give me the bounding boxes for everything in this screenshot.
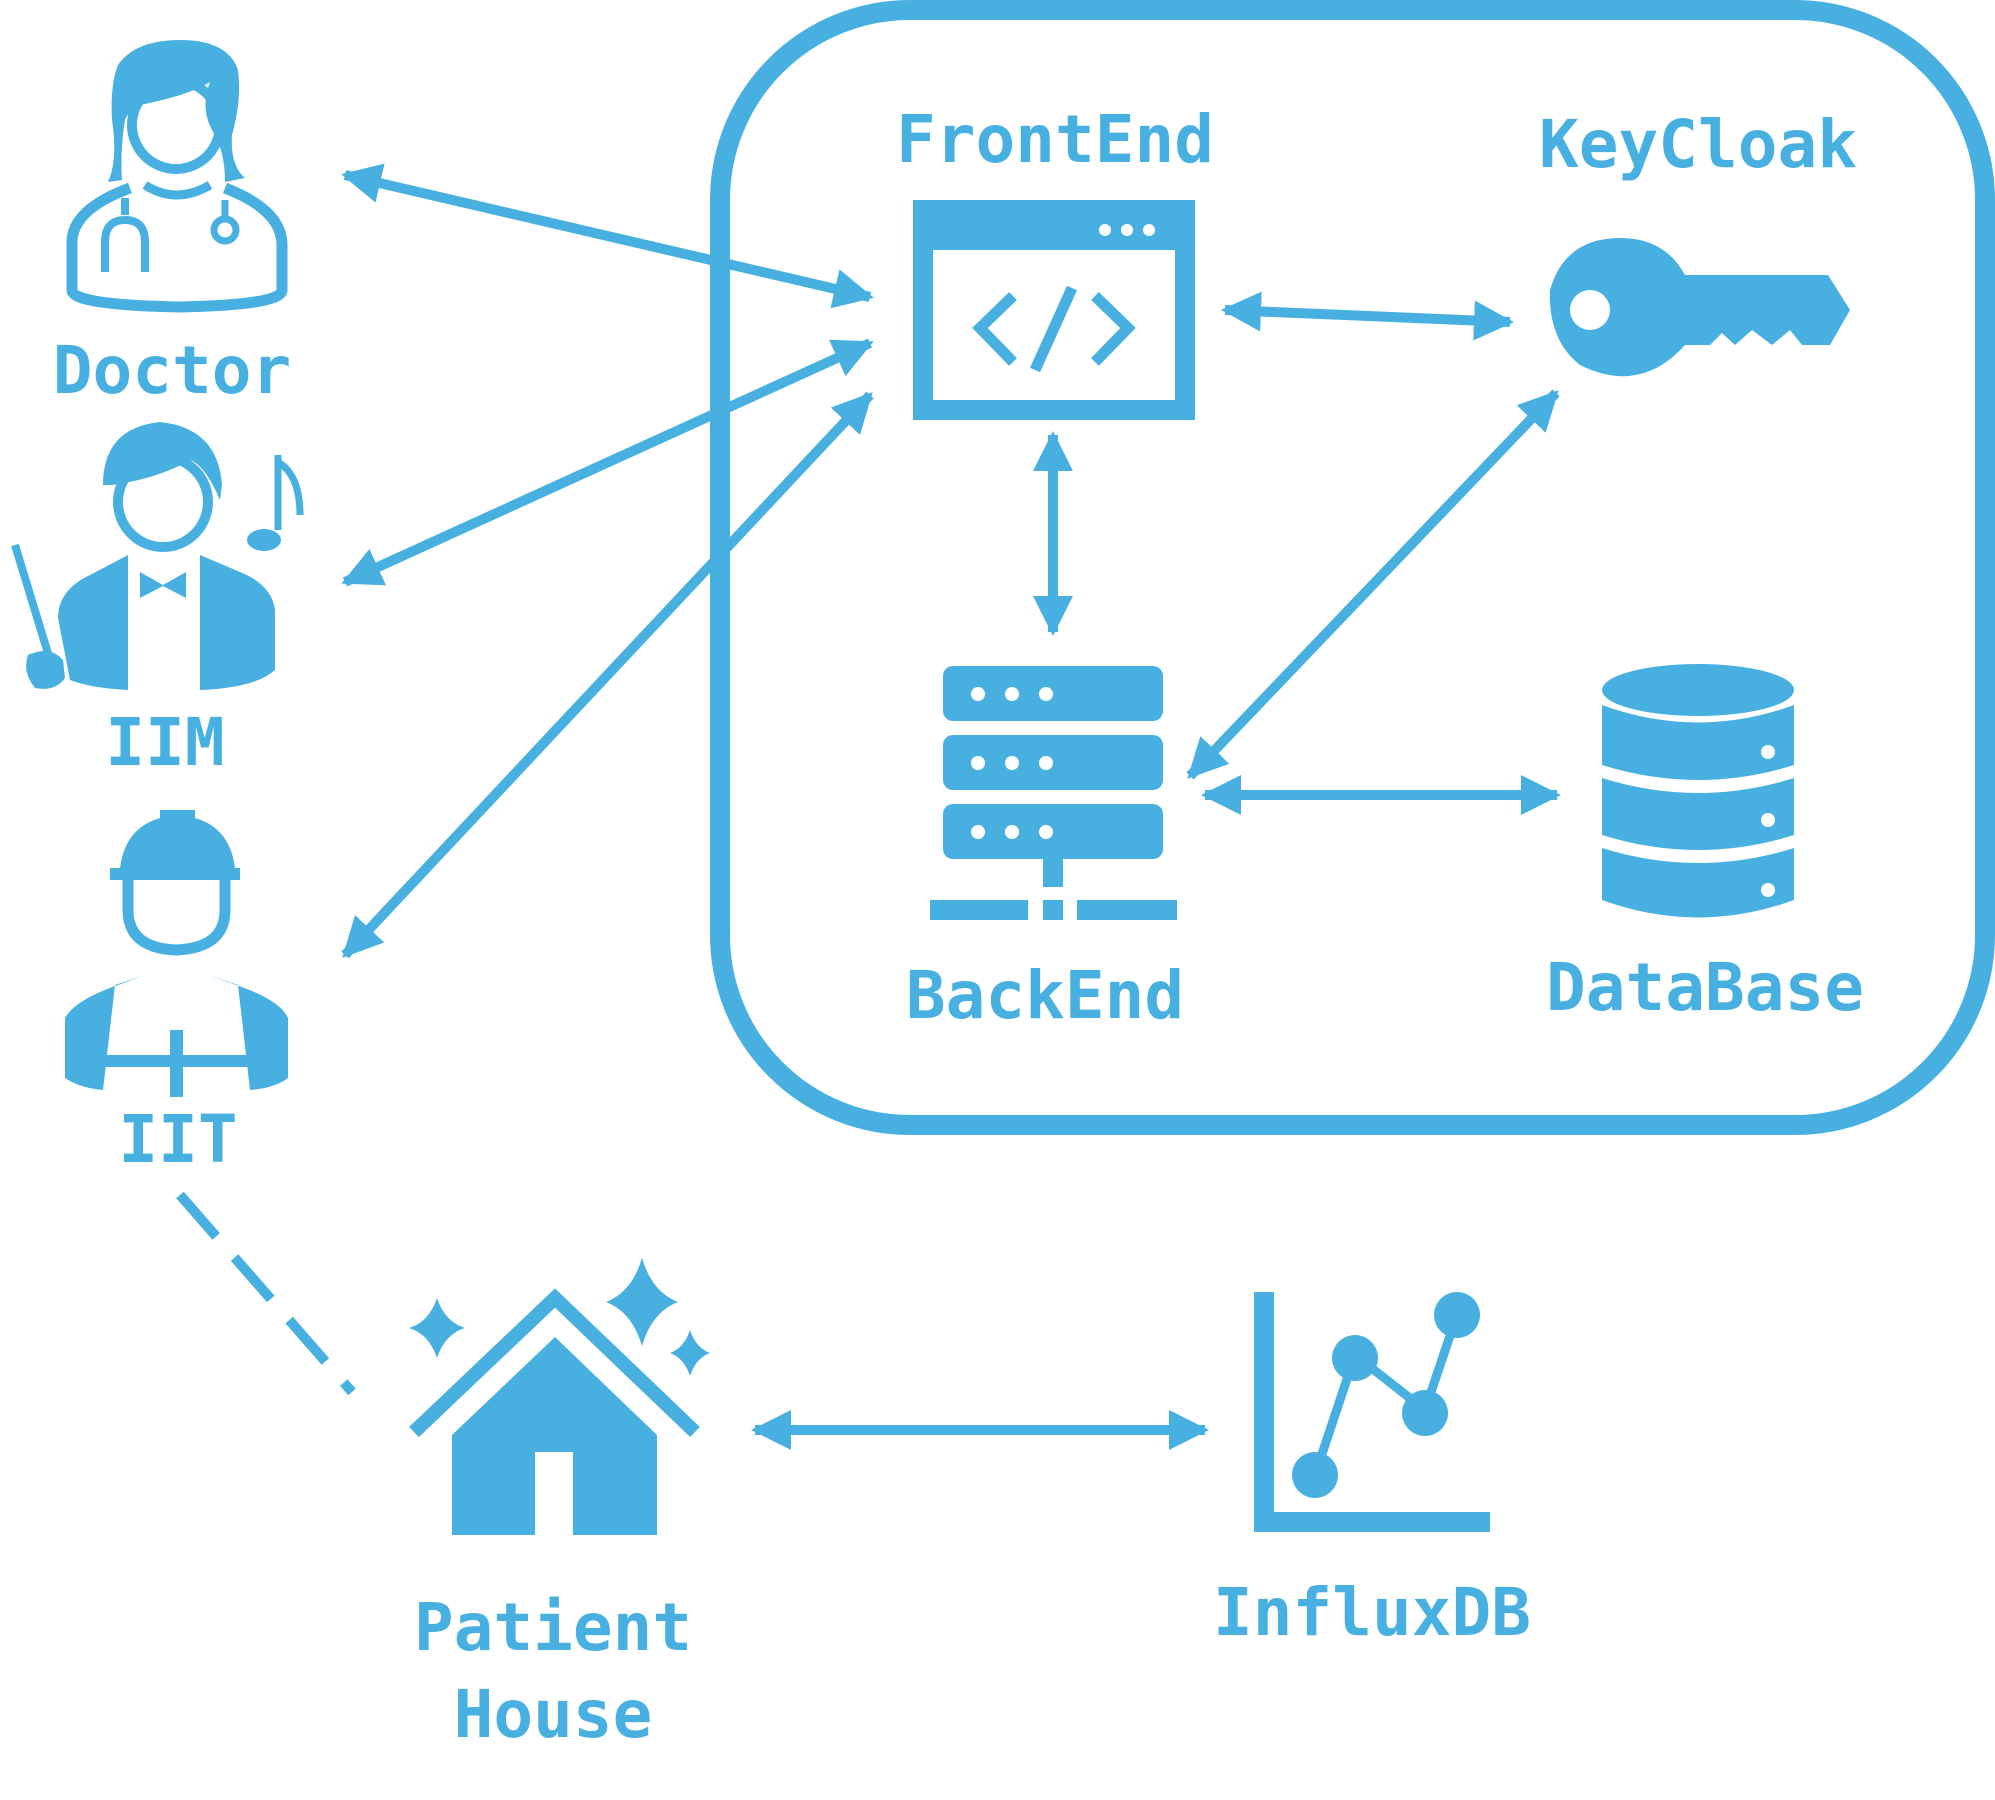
connector-iit-house-dashed: [176, 1191, 356, 1396]
key-icon: [1549, 238, 1850, 377]
house-icon: [409, 1258, 710, 1535]
conductor-icon: [11, 422, 304, 690]
iim-label: IIM: [105, 704, 224, 781]
connectors: [176, 163, 1561, 1450]
database-icon: [1602, 664, 1794, 918]
frontend-node: FrontEnd: [896, 101, 1214, 420]
connector-frontend-keycloak: [1221, 291, 1514, 341]
server-icon: [930, 666, 1177, 920]
database-label: DataBase: [1546, 949, 1864, 1026]
engineer-icon: [65, 810, 288, 1097]
line-chart-icon: [1254, 1292, 1490, 1532]
code-window-icon: [913, 200, 1195, 420]
iit-label: IIT: [118, 1101, 237, 1178]
database-node: DataBase: [1546, 664, 1864, 1026]
connector-backend-keycloak: [1186, 389, 1560, 780]
backend-node: BackEnd: [906, 666, 1184, 1034]
doctor-icon: [66, 40, 288, 313]
iit-node: IIT: [65, 810, 288, 1178]
backend-label: BackEnd: [906, 957, 1184, 1034]
keycloak-label: KeyCloak: [1539, 106, 1857, 183]
doctor-node: Doctor: [53, 40, 291, 409]
keycloak-node: KeyCloak: [1539, 106, 1857, 377]
connector-iim-frontend: [341, 338, 874, 587]
patient-house-label-line1: Patient: [414, 1589, 692, 1666]
connector-iit-frontend: [341, 391, 874, 959]
influxdb-node: InfluxDB: [1213, 1292, 1531, 1651]
iim-node: IIM: [11, 422, 304, 781]
patient-house-label-line2: House: [454, 1676, 653, 1753]
doctor-label: Doctor: [53, 332, 291, 409]
connector-doctor-frontend: [341, 163, 874, 309]
patient-house-node: Patient House: [409, 1258, 710, 1753]
frontend-label: FrontEnd: [896, 101, 1214, 178]
influxdb-label: InfluxDB: [1213, 1574, 1531, 1651]
